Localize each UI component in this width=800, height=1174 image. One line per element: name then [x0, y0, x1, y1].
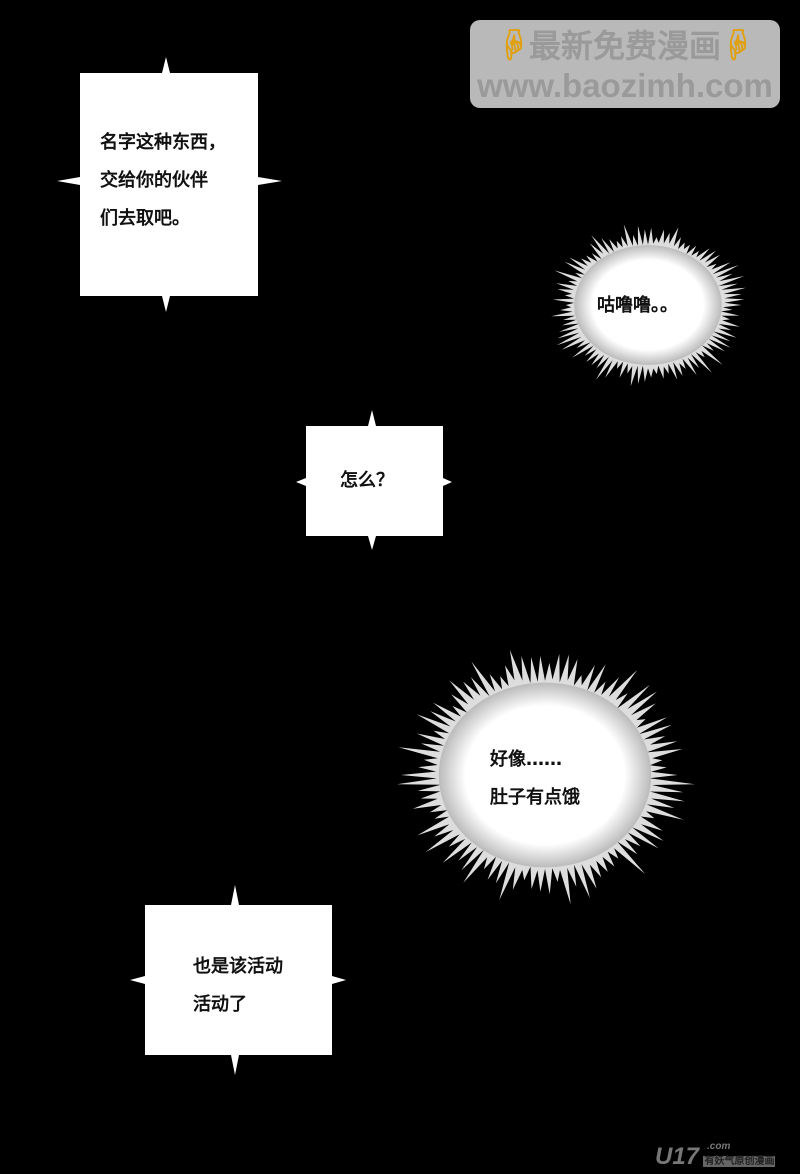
text-line: 肚子有点饿: [490, 787, 580, 808]
pointing-down-hand-icon: ☟: [496, 28, 529, 64]
text-line: 咕噜噜。。: [597, 295, 678, 316]
watermark-url[interactable]: www.baozimh.com: [477, 67, 773, 104]
u17-logo: U17 .com 有妖气原创漫画: [655, 1141, 776, 1171]
bubble-text-2: 咕噜噜。。: [597, 287, 678, 325]
text-line: 怎么？: [340, 470, 394, 491]
logo-brand: U17: [655, 1143, 700, 1170]
bubble-text-4: 好像…… 肚子有点饿: [490, 741, 580, 817]
text-line: 也是该活动: [193, 956, 283, 977]
text-line: 活动了: [193, 994, 247, 1015]
burst-bubble-2: [438, 682, 652, 868]
logo-tagline: 有妖气原创漫画: [703, 1156, 776, 1167]
text-line: 好像……: [490, 749, 562, 770]
burst-bubble-1: [574, 245, 722, 365]
logo-domain: .com: [707, 1141, 731, 1152]
bubble-text-3: 怎么？: [340, 462, 394, 500]
watermark-title: 最新免费漫画: [528, 28, 721, 64]
pointing-down-hand-icon: ☟: [721, 28, 754, 64]
bubble-text-1: 名字这种东西， 交给你的伙伴 们去取吧。: [100, 124, 226, 238]
text-line: 们去取吧。: [100, 208, 190, 229]
bubble-box-2: [296, 410, 452, 550]
bubble-box-1: [57, 57, 282, 312]
bubble-text-5: 也是该活动 活动了: [193, 948, 283, 1024]
bubble-box-3: [130, 885, 346, 1075]
watermark-banner[interactable]: ☟最新免费漫画☟ www.baozimh.com: [470, 20, 780, 108]
text-line: 名字这种东西，: [100, 132, 226, 153]
text-line: 交给你的伙伴: [100, 170, 208, 191]
